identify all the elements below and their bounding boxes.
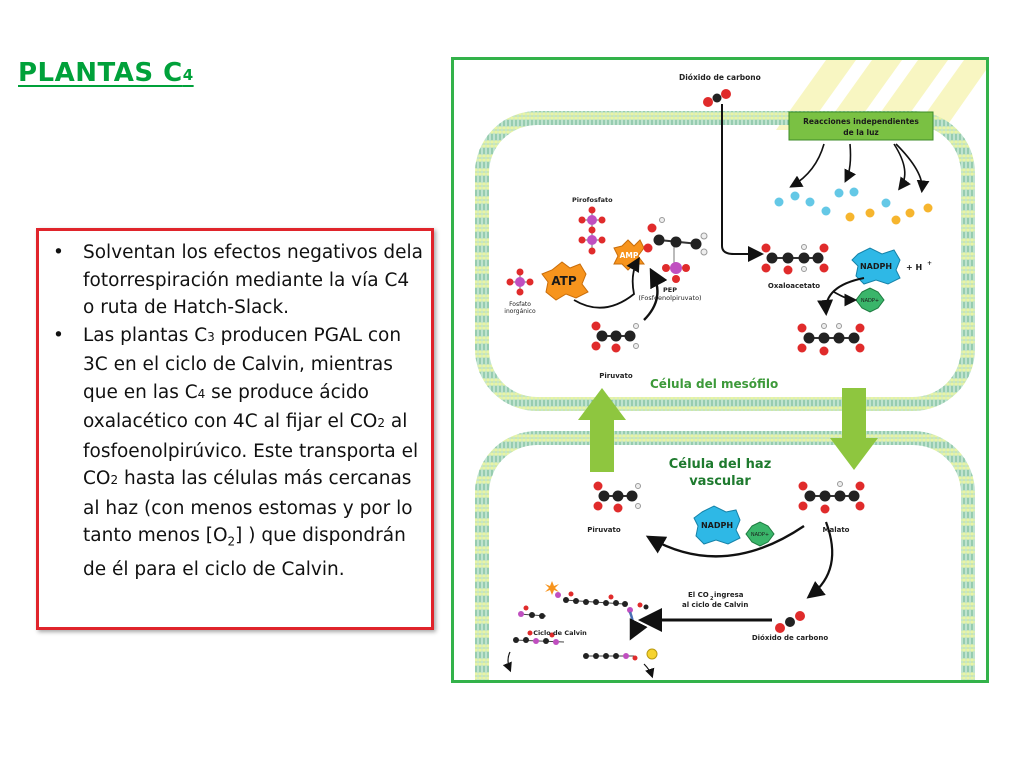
bullet-text: se produce ácido oxalacético con 4C al f… [83, 381, 378, 433]
product-molecules-icon [774, 187, 933, 225]
piruvato-top-label: Piruvato [599, 372, 633, 380]
h-plus-label: + H [906, 263, 922, 272]
title-subscript: 4 [182, 66, 194, 84]
light-reactions-label-2: de la luz [843, 128, 879, 137]
bundle-sheath-membrane [475, 431, 975, 680]
subscript: 2 [227, 534, 236, 549]
phosphate-molecule-icon [506, 268, 534, 296]
bullet-text: Las plantas C [83, 324, 208, 346]
nadp-badge-icon-bottom [745, 521, 775, 547]
pep-label-2: (Fosfoenolpiruvato) [638, 294, 701, 302]
subscript: 2 [377, 416, 385, 430]
haz-label-1: Célula del haz [669, 457, 772, 472]
nadph-label-top: NADPH [860, 262, 892, 271]
co2-ingresa-label-2: al ciclo de Calvin [682, 601, 748, 609]
pyruvate-molecule-icon-top [591, 321, 639, 353]
nadp-label-bottom: NADP+ [751, 532, 769, 538]
nadph-badge-icon [851, 247, 901, 285]
subscript: 2 [110, 473, 119, 487]
bullet-item: • Solventan los efectos negativos dela fo… [53, 239, 425, 322]
co2-molecule-icon-bottom [775, 611, 805, 633]
text-box: • Solventan los efectos negativos dela fo… [36, 228, 434, 630]
bullet-text: Solventan los efectos negativos dela fot… [83, 242, 423, 318]
pep-molecule-icon [643, 217, 708, 283]
bullet-text: ] ) que dispondrán de él para el ciclo d… [83, 525, 406, 581]
light-reactions-box [788, 111, 934, 141]
down-transport-arrow [830, 388, 878, 470]
h-plus-superscript: + [927, 260, 932, 267]
pyrophosphate-molecule-icon [578, 206, 606, 255]
fosfato-label-1: Fosfato [509, 301, 531, 308]
nadph-badge-icon-bottom [693, 505, 741, 545]
bullet-list: • Solventan los efectos negativos dela fo… [39, 231, 431, 584]
page-title: PLANTAS C4 [18, 58, 194, 88]
pep-label-1: PEP [663, 286, 677, 294]
amp-label: AMP [620, 251, 639, 260]
light-reaction-arrows [789, 143, 930, 194]
title-main: PLANTAS C [18, 58, 183, 88]
atp-badge-icon [541, 261, 589, 301]
ciclo-calvin-label: Ciclo de Calvin [533, 629, 587, 637]
bullet-marker: • [53, 324, 64, 346]
co2-molecule-icon [703, 89, 731, 107]
malate-molecule-icon-bottom [798, 481, 865, 514]
oxaloacetate-molecule-icon [761, 243, 829, 275]
nadph-reaction-arrow [817, 277, 865, 316]
pyruvate-molecule-icon-bottom [593, 481, 641, 513]
nadp-out-arrow [833, 291, 858, 307]
subscript: 3 [207, 329, 215, 344]
pyruvate-to-pep-arrow [643, 267, 668, 321]
mesofilo-label: Célula del mesófilo [650, 377, 778, 391]
co2-entry-arrow [721, 104, 764, 262]
nadp-label-top: NADP+ [861, 298, 879, 304]
atp-consumption-arrow [573, 256, 640, 309]
pirofosfato-label: Pirofosfato [572, 196, 613, 204]
nadp-badge-icon [855, 287, 885, 313]
c4-pathway-diagram: Dióxido de carbono Reacciones independie… [451, 57, 989, 683]
co2-ingresa-sub: 2 [710, 596, 714, 602]
haz-label-2: vascular [689, 474, 751, 489]
malate-molecule-icon-top [797, 323, 865, 356]
co2-top-label: Dióxido de carbono [679, 73, 761, 82]
bullet-item: • Las plantas C3 producen PGAL con 3C en … [53, 322, 425, 584]
bullet-text: hasta las células más cercanas al haz (c… [83, 468, 413, 546]
nadph-label-bottom: NADPH [701, 521, 733, 530]
co2-bottom-label: Dióxido de carbono [752, 634, 829, 642]
up-transport-arrow [578, 388, 626, 472]
piruvato-bottom-label: Piruvato [587, 526, 621, 534]
fosfato-label-2: inorgánico [504, 308, 536, 315]
calvin-cycle-icon [502, 581, 658, 679]
atp-label: ATP [551, 274, 577, 288]
malato-label: Malato [823, 526, 850, 534]
bullet-text: producen PGAL con 3C en el ciclo de Calv… [83, 324, 402, 403]
mesophyll-membrane [475, 111, 975, 411]
co2-ingresa-label-1b: ingresa [714, 591, 744, 599]
bullet-marker: • [53, 242, 64, 263]
co2-ingresa-label-1a: El CO [688, 591, 709, 599]
malate-decarboxylation-arrow [806, 521, 834, 599]
malate-to-pyruvate-arrow [645, 525, 805, 558]
subscript: 4 [197, 386, 206, 401]
bullet-text: al fosfoenolpirúvico. Este transporta el… [83, 411, 419, 489]
light-reactions-label-1: Reacciones independientes [803, 117, 919, 126]
oxaloacetato-label: Oxaloacetato [768, 282, 820, 290]
